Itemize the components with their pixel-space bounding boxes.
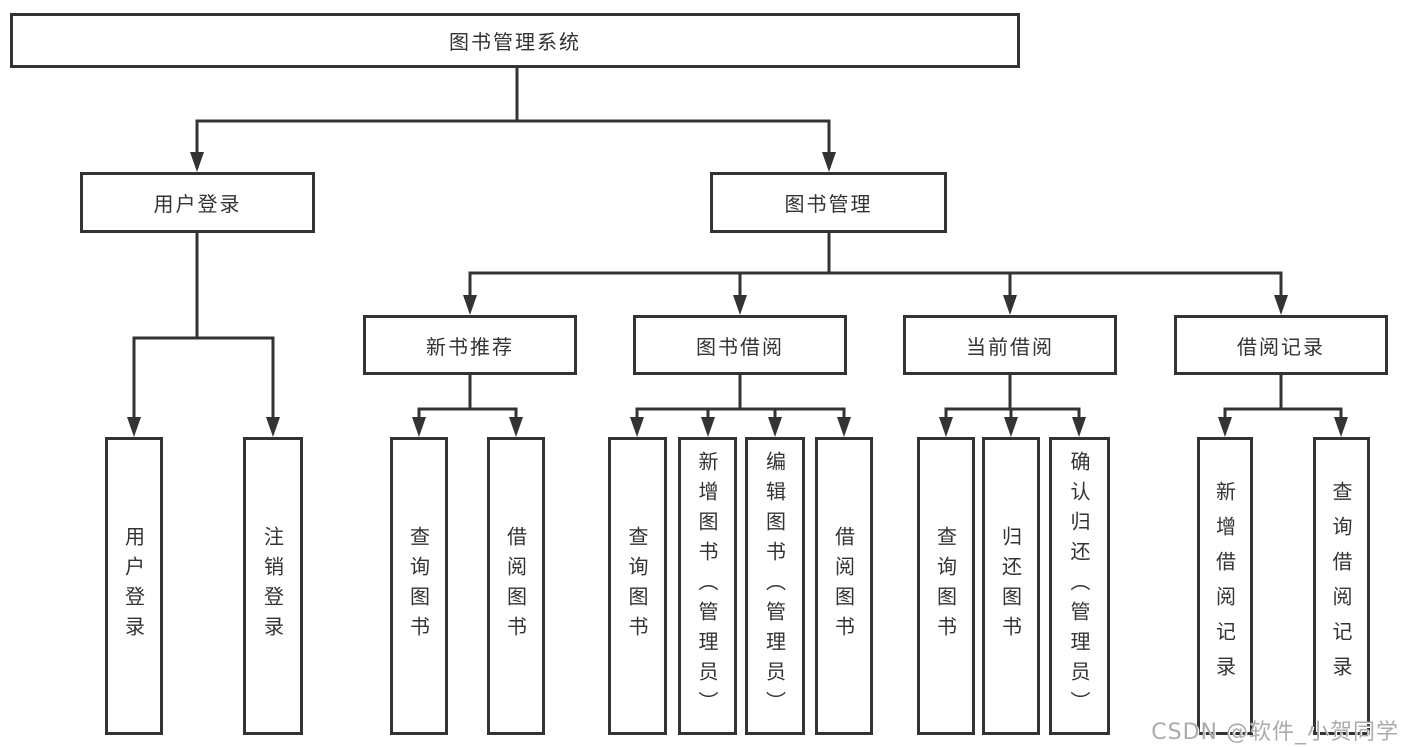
leaf-return-books: 归还图书: [982, 437, 1040, 735]
leaf-query-books-borrow: 查询图书: [608, 437, 667, 735]
node-label: 借阅记录: [1237, 334, 1325, 359]
node-label: 新增图书（管理员）: [695, 451, 719, 721]
node-label: 图书管理系统: [449, 30, 581, 54]
node-label: 用户登录: [121, 526, 146, 646]
node-current-borrow: 当前借阅: [903, 315, 1117, 375]
node-label: 新增借阅记录: [1212, 481, 1237, 691]
leaf-add-book-admin: 新增图书（管理员）: [678, 437, 737, 735]
leaf-edit-book-admin: 编辑图书（管理员）: [745, 437, 805, 735]
leaf-borrow-books: 借阅图书: [815, 437, 873, 735]
leaf-query-books-recommend: 查询图书: [390, 437, 448, 735]
node-book-management: 图书管理: [710, 172, 947, 233]
node-book-borrow: 图书借阅: [633, 315, 847, 375]
node-label: 注销登录: [260, 526, 285, 646]
leaf-borrow-books-recommend: 借阅图书: [487, 437, 545, 735]
node-library-system: 图书管理系统: [10, 13, 1020, 68]
leaf-user-login: 用户登录: [105, 437, 163, 735]
node-label: 查询图书: [933, 526, 958, 646]
node-label: 借阅图书: [503, 526, 528, 646]
node-label: 查询借阅记录: [1329, 481, 1353, 691]
node-label: 查询图书: [406, 526, 431, 646]
leaf-logout: 注销登录: [243, 437, 303, 735]
node-label: 图书管理: [784, 192, 873, 216]
csdn-watermark: CSDN @软件_小贺同学: [1151, 720, 1399, 745]
node-label: 借阅图书: [831, 526, 856, 646]
node-label: 查询图书: [625, 526, 649, 646]
node-user-login: 用户登录: [80, 172, 315, 233]
node-borrow-records: 借阅记录: [1174, 315, 1388, 375]
node-label: 归还图书: [998, 526, 1023, 646]
node-label: 编辑图书（管理员）: [762, 451, 787, 721]
node-label: 确认归还（管理员）: [1067, 451, 1091, 721]
node-label: 新书推荐: [426, 334, 514, 359]
node-label: 用户登录: [153, 192, 242, 216]
leaf-confirm-return-admin: 确认归还（管理员）: [1049, 437, 1110, 735]
leaf-query-books-current: 查询图书: [917, 437, 975, 735]
node-label: 图书借阅: [696, 334, 784, 359]
node-label: 当前借阅: [966, 334, 1054, 359]
leaf-query-borrow-record: 查询借阅记录: [1313, 437, 1370, 735]
leaf-add-borrow-record: 新增借阅记录: [1197, 437, 1253, 735]
node-new-book-recommend: 新书推荐: [363, 315, 577, 375]
